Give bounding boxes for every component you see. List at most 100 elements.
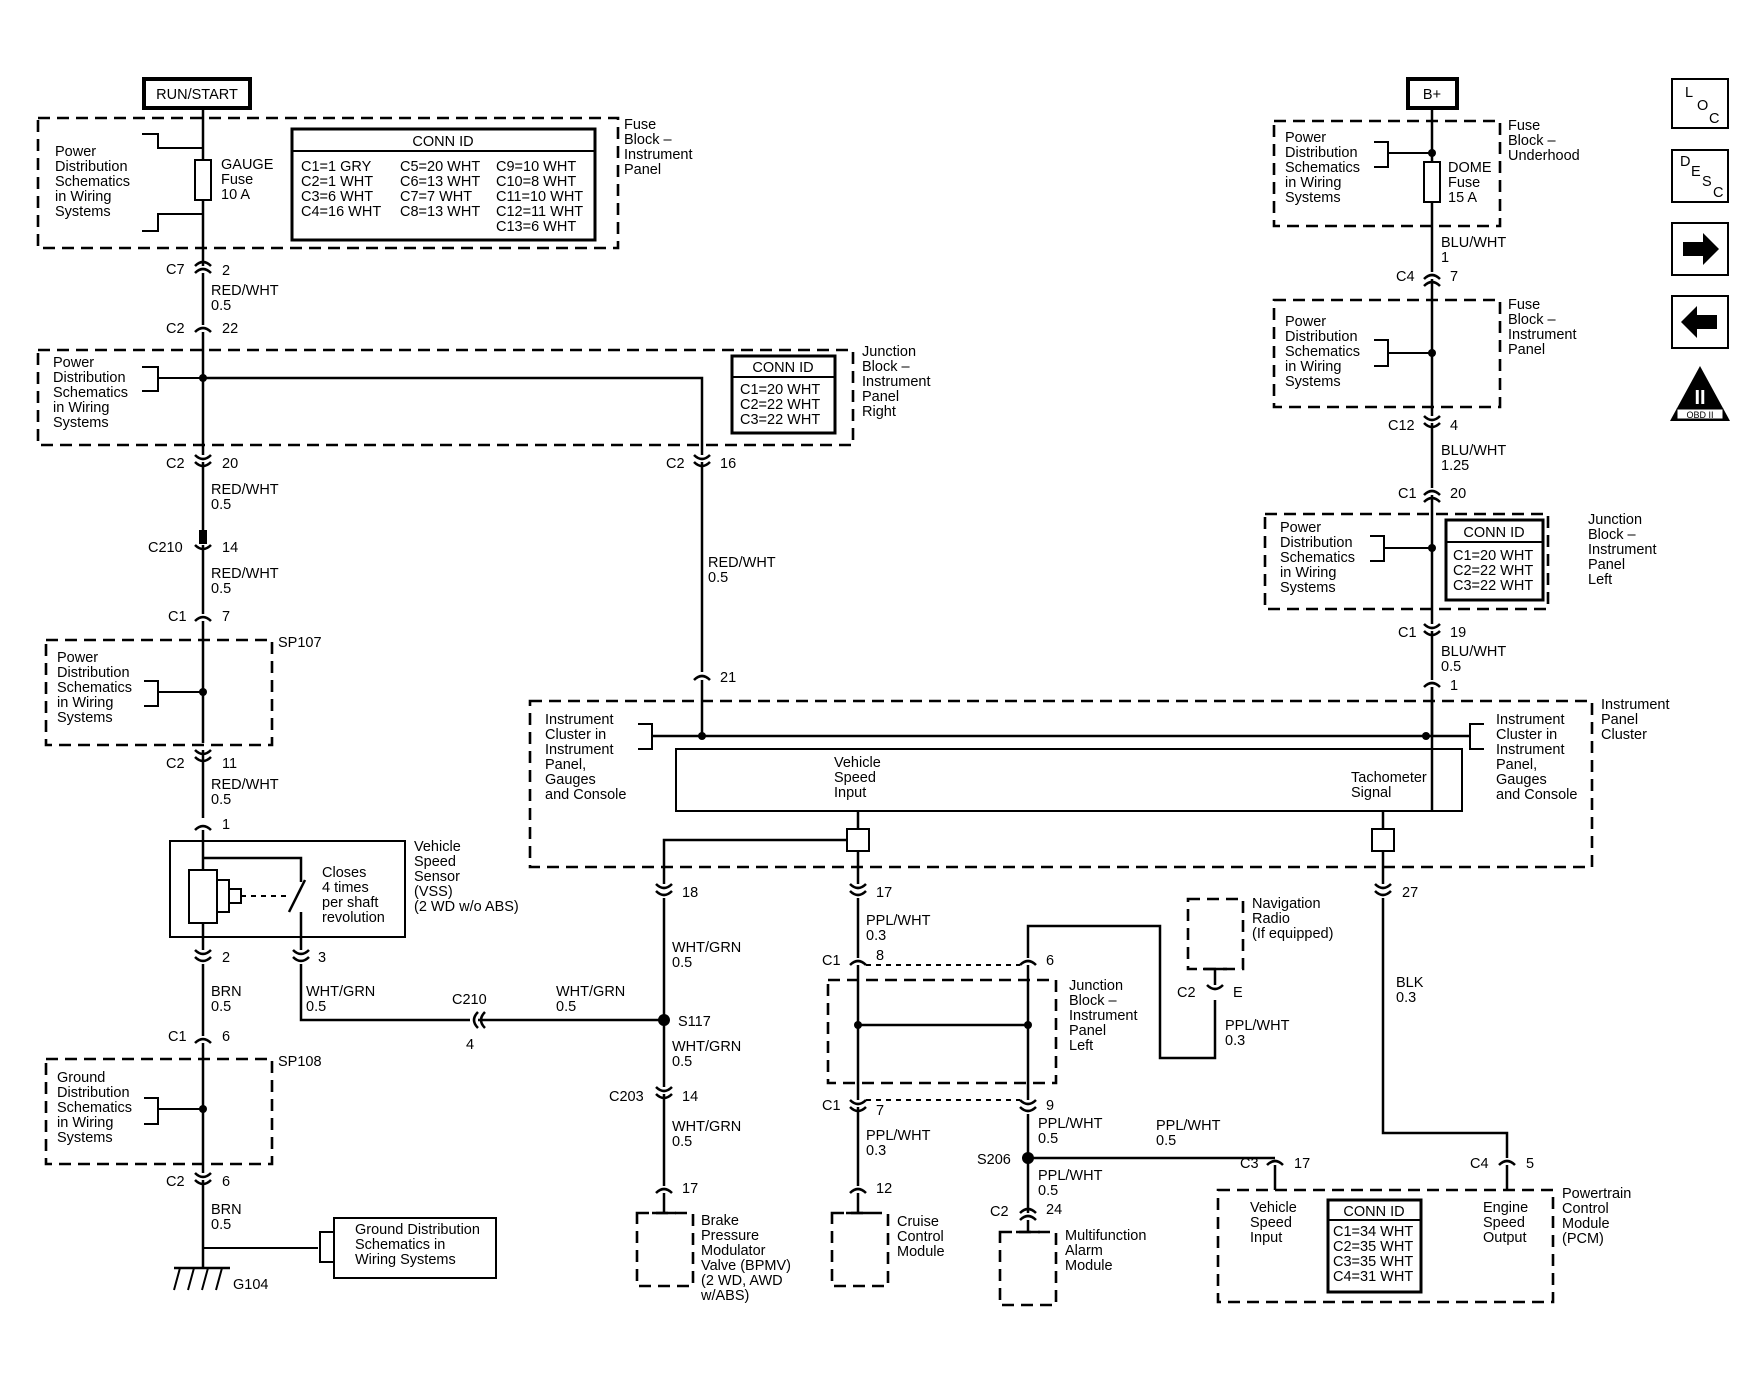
dome-fuse: DOME Fuse 15 A — [1423, 160, 1492, 206]
conn-id-jb-left: CONN ID C1=20 WHT C2=22 WHT C3=22 WHT — [1444, 518, 1545, 602]
svg-text:C1: C1 — [1398, 486, 1417, 502]
svg-text:Schematics: Schematics — [1285, 344, 1360, 360]
svg-text:RED/WHT: RED/WHT — [708, 555, 776, 571]
svg-text:Schematics: Schematics — [57, 680, 132, 696]
svg-text:C2: C2 — [166, 321, 185, 337]
svg-text:24: 24 — [1046, 1202, 1062, 1218]
svg-text:Junction: Junction — [1069, 978, 1123, 994]
obd-ii-icon[interactable]: II OBD II — [1670, 366, 1730, 421]
svg-text:0.5: 0.5 — [672, 955, 692, 971]
svg-text:BRN: BRN — [211, 1202, 242, 1218]
arrow-left-icon[interactable] — [1671, 295, 1729, 349]
svg-text:S117: S117 — [678, 1014, 711, 1030]
svg-text:Systems: Systems — [57, 1130, 113, 1146]
svg-text:L: L — [1685, 85, 1693, 101]
svg-text:in Wiring: in Wiring — [53, 400, 109, 416]
svg-text:Systems: Systems — [1285, 374, 1341, 390]
svg-text:Module: Module — [1562, 1216, 1610, 1232]
svg-text:C7: C7 — [166, 262, 185, 278]
desc-icon[interactable]: D E S C — [1671, 149, 1729, 203]
svg-text:C9=10 WHT: C9=10 WHT — [496, 159, 576, 175]
svg-text:C4=16 WHT: C4=16 WHT — [301, 204, 381, 220]
svg-text:Instrument: Instrument — [1496, 742, 1565, 758]
powertrain-control-module: Powertrain Control Module (PCM) Vehicle … — [1216, 1186, 1631, 1304]
loc-icon[interactable]: L O C — [1671, 78, 1729, 129]
svg-text:Control: Control — [897, 1229, 944, 1245]
conn-id-pcm: CONN ID C1=34 WHT C2=35 WHT C3=35 WHT C4… — [1326, 1198, 1423, 1294]
svg-text:C2: C2 — [990, 1204, 1009, 1220]
connector-pin-21: 21 — [693, 670, 736, 686]
svg-text:Alarm: Alarm — [1065, 1243, 1103, 1259]
pds-ref-jb-right: Power Distribution Schematics in Wiring … — [53, 355, 203, 431]
svg-text:Systems: Systems — [55, 204, 111, 220]
svg-text:C2=22 WHT: C2=22 WHT — [740, 397, 820, 413]
conn-id-jb-right: CONN ID C1=20 WHT C2=22 WHT C3=22 WHT — [730, 354, 837, 435]
svg-text:(VSS): (VSS) — [414, 884, 453, 900]
svg-text:Instrument: Instrument — [862, 374, 931, 390]
svg-text:14: 14 — [682, 1089, 698, 1105]
svg-text:Block –: Block – — [1508, 312, 1556, 328]
svg-text:0.5: 0.5 — [672, 1054, 692, 1070]
svg-text:Left: Left — [1588, 572, 1612, 588]
svg-text:Instrument: Instrument — [545, 712, 614, 728]
junction-block-right: Junction Block – Instrument Panel Right — [36, 344, 931, 447]
svg-text:8: 8 — [876, 948, 884, 964]
svg-text:GAUGE: GAUGE — [221, 157, 274, 173]
svg-text:C3=22 WHT: C3=22 WHT — [1453, 578, 1533, 594]
svg-text:C3=35 WHT: C3=35 WHT — [1333, 1254, 1413, 1270]
svg-text:10 A: 10 A — [221, 187, 250, 203]
svg-text:Closes: Closes — [322, 865, 366, 881]
svg-text:Distribution: Distribution — [55, 159, 128, 175]
svg-text:2: 2 — [222, 950, 230, 966]
svg-text:C4: C4 — [1396, 269, 1415, 285]
svg-text:Distribution: Distribution — [57, 1085, 130, 1101]
svg-text:Vehicle: Vehicle — [1250, 1200, 1297, 1216]
svg-text:1: 1 — [222, 817, 230, 833]
svg-text:RED/WHT: RED/WHT — [211, 777, 279, 793]
svg-text:Power: Power — [55, 144, 96, 160]
svg-text:Engine: Engine — [1483, 1200, 1528, 1216]
svg-text:Power: Power — [1280, 520, 1321, 536]
svg-text:C1: C1 — [1398, 625, 1417, 641]
pds-ref-fuse-block-ip: Power Distribution Schematics in Wiring … — [1285, 314, 1436, 390]
ipc-input-box: Vehicle Speed Input Tachometer Signal — [675, 748, 1463, 812]
svg-text:C1: C1 — [822, 1098, 841, 1114]
svg-text:Fuse: Fuse — [1508, 297, 1540, 313]
svg-text:revolution: revolution — [322, 910, 385, 926]
svg-text:C2=22 WHT: C2=22 WHT — [1453, 563, 1533, 579]
ipc-internal-bus — [652, 732, 1470, 738]
svg-text:Instrument: Instrument — [1069, 1008, 1138, 1024]
svg-text:in Wiring: in Wiring — [55, 189, 111, 205]
arrow-right-icon[interactable] — [1671, 222, 1729, 276]
svg-text:Panel,: Panel, — [1496, 757, 1537, 773]
svg-text:Fuse: Fuse — [221, 172, 253, 188]
svg-text:Pressure: Pressure — [701, 1228, 759, 1244]
svg-text:OBD II: OBD II — [1686, 410, 1713, 420]
svg-text:Block –: Block – — [624, 132, 672, 148]
svg-text:Junction: Junction — [1588, 512, 1642, 528]
ground-distribution-ref: Ground Distribution Schematics in Wiring… — [333, 1217, 497, 1279]
svg-text:21: 21 — [720, 670, 736, 686]
svg-text:C12: C12 — [1388, 418, 1415, 434]
svg-text:Schematics: Schematics — [55, 174, 130, 190]
svg-text:C8=13 WHT: C8=13 WHT — [400, 204, 480, 220]
tach-terminal — [1371, 828, 1395, 852]
svg-text:in Wiring: in Wiring — [1285, 359, 1341, 375]
svg-text:w/ABS): w/ABS) — [700, 1288, 749, 1304]
svg-text:C1=1 GRY: C1=1 GRY — [301, 159, 372, 175]
svg-text:CONN ID: CONN ID — [752, 360, 813, 376]
svg-text:C1: C1 — [168, 609, 187, 625]
svg-text:C1=20 WHT: C1=20 WHT — [740, 382, 820, 398]
